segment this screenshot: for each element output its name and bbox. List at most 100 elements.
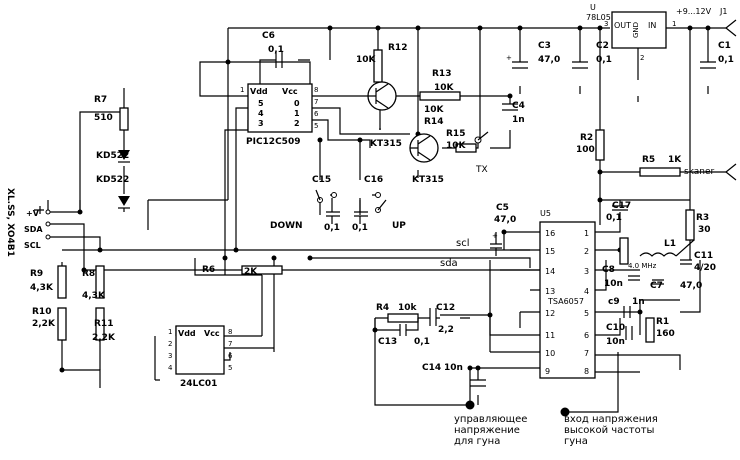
diode-d1: KD522 xyxy=(96,130,130,180)
pll-pin: 4 xyxy=(584,287,589,296)
c10-value: 10n xyxy=(606,337,625,347)
r15-value: 10K xyxy=(446,141,467,151)
vco-control-line-2: для гуна xyxy=(454,436,500,447)
transistor-t1: KT315 xyxy=(364,81,402,149)
regulator-out-label: OUT xyxy=(614,21,631,30)
c13-value: 0,1 xyxy=(414,337,430,347)
pll-pin: 12 xyxy=(545,309,555,318)
pll-pin: 6 xyxy=(584,331,589,340)
capacitor-c9: c9 1n xyxy=(608,297,645,318)
c3-polarity: + xyxy=(506,54,512,62)
pll-pin: 16 xyxy=(545,229,555,238)
pic-pin-label: 4 xyxy=(258,109,264,118)
r8-value: 4,3K xyxy=(82,291,106,301)
regulator-gnd-label: GND xyxy=(632,22,640,38)
resistor-r8: R8 4,3K xyxy=(82,265,106,301)
capacitor-c16: C16 0,1 xyxy=(352,175,383,233)
c5-ref: C5 xyxy=(496,203,509,213)
c13-ref: C13 xyxy=(378,337,397,347)
eeprom-vdd-label: Vdd xyxy=(178,329,196,338)
regulator-pin2: 2 xyxy=(640,54,644,62)
pll-pin: 8 xyxy=(584,367,589,376)
resistor-r3: R3 30 xyxy=(685,209,711,241)
resistor-r5: R5 1K skaner xyxy=(639,155,737,181)
regulator-ref: U xyxy=(590,3,596,12)
pic-vcc-label: Vcc xyxy=(282,87,298,96)
c11-value: 4/20 xyxy=(694,263,716,273)
pic-pin-label: 5 xyxy=(258,99,264,108)
c5-polarity: + xyxy=(492,232,498,240)
capacitor-c5: + C5 47,0 xyxy=(490,203,516,256)
c1-ref: C1 xyxy=(718,41,731,51)
pll-pin: 2 xyxy=(584,247,589,256)
resistor-r11: R11 2,2K xyxy=(92,307,116,343)
c2-value: 0,1 xyxy=(596,55,612,65)
pll-part: TSA6057 xyxy=(547,297,584,306)
c12-ref: C12 xyxy=(436,303,455,313)
resistor-r7: R7 510 xyxy=(94,95,129,131)
pic-part-label: PIC12C509 xyxy=(246,137,300,147)
switch-up: UP xyxy=(375,192,406,231)
resistor-r6: R6 2K xyxy=(202,265,283,277)
eeprom-pin: 1 xyxy=(168,328,172,336)
capacitor-c12: C12 2,2 xyxy=(418,303,455,335)
connector-pin-label: SDA xyxy=(24,225,43,234)
c15-value: 0,1 xyxy=(324,223,340,233)
r2-value: 100 xyxy=(576,145,595,155)
r12-value: 10K xyxy=(356,55,377,65)
c14-value: 10n xyxy=(444,363,463,373)
c1-value: 0,1 xyxy=(718,55,734,65)
r15-ref: R15 xyxy=(446,129,465,139)
c4-ref: C4 xyxy=(512,101,525,111)
capacitor-c2: C2 0,1 xyxy=(572,41,612,69)
eeprom-part-label: 24LC01 xyxy=(180,379,217,389)
pic-pin-label: 2 xyxy=(294,119,300,128)
rf-input-line-2: гуна xyxy=(564,436,588,447)
resistor-r4: R4 10k xyxy=(376,303,419,323)
capacitor-c6: C6 0,1 xyxy=(262,31,284,68)
tx-output: TX xyxy=(474,131,489,175)
r13-ref: R13 xyxy=(432,69,451,79)
pic-pin-label: 3 xyxy=(258,119,264,128)
pic-pin-label: 0 xyxy=(294,99,300,108)
r11-ref: R11 xyxy=(94,319,113,329)
eeprom-pin: 7 xyxy=(228,340,232,348)
pll-pin: 7 xyxy=(584,349,589,358)
capacitor-c10: C10 10n xyxy=(606,323,633,347)
eeprom-pin: 5 xyxy=(228,364,232,372)
resistor-r12: R12 10K xyxy=(356,43,407,83)
eeprom-pin: 4 xyxy=(168,364,173,372)
power-input-connector: +9...12V J1 xyxy=(676,7,737,37)
r1-value: 160 xyxy=(656,329,675,339)
junction-dots xyxy=(59,25,711,373)
pll-pin: 9 xyxy=(545,367,550,376)
c6-ref: C6 xyxy=(262,31,275,41)
pic-pin-number: 1 xyxy=(240,86,244,94)
down-label: DOWN xyxy=(270,221,303,231)
r14-ref: R14 xyxy=(424,117,443,127)
r1-ref: R1 xyxy=(656,317,669,327)
c9-value: 1n xyxy=(632,297,645,307)
left-connector: XL.SS, XO4B1 +V SDA SCL xyxy=(5,188,51,257)
eeprom-vcc-label: Vcc xyxy=(204,329,220,338)
rf-input-line: вход напряжения xyxy=(564,414,658,425)
l1-ref: L1 xyxy=(664,239,676,249)
resistor-r2: R2 100 xyxy=(576,129,605,161)
scl-bus-label: scl xyxy=(456,238,470,249)
c7-value: 47,0 xyxy=(680,281,702,291)
c14-ref: C14 xyxy=(422,363,441,373)
transistor-t2: KT315 xyxy=(409,133,444,185)
capacitor-c15: C15 0,1 xyxy=(312,175,340,233)
regulator-pin3: 3 xyxy=(604,20,608,28)
r2-ref: R2 xyxy=(580,133,593,143)
ic-24lc01: Vdd Vcc 1 2 3 4 8 7 6 5 24LC01 xyxy=(168,325,274,389)
connector-pin-label: SCL xyxy=(24,241,41,250)
eeprom-pin: 8 xyxy=(228,328,232,336)
regulator-in-label: IN xyxy=(648,21,656,30)
regulator-part: 78L05 xyxy=(586,13,611,22)
c7-ref: C7 xyxy=(650,281,663,291)
pll-pin: 5 xyxy=(584,309,589,318)
crystal-l1: L1 4.0 MHz xyxy=(619,237,677,270)
